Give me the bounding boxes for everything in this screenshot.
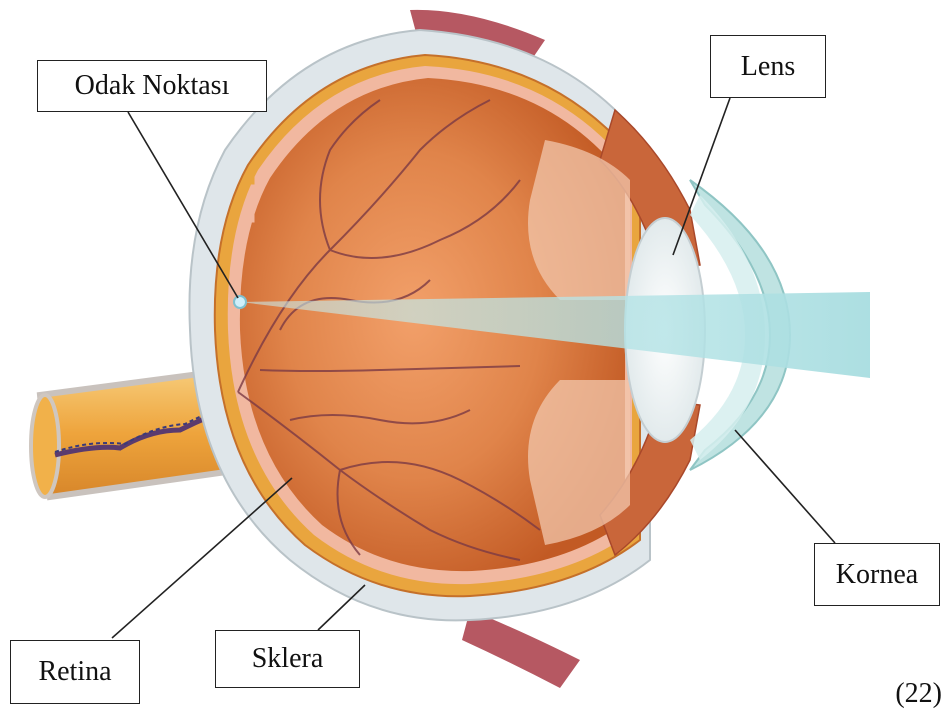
- label-retina-text: Retina: [38, 658, 111, 686]
- label-focal-point: Odak Noktası: [37, 60, 267, 112]
- label-focal-point-text: Odak Noktası: [75, 72, 230, 100]
- label-cornea-text: Kornea: [836, 561, 918, 589]
- focal-point-dot: [234, 296, 246, 308]
- figure-number: (22): [895, 678, 942, 710]
- bottom-muscle: [462, 610, 580, 688]
- label-lens: Lens: [710, 35, 826, 98]
- label-sclera-text: Sklera: [252, 645, 324, 673]
- label-retina: Retina: [10, 640, 140, 704]
- label-lens-text: Lens: [741, 53, 795, 81]
- label-cornea: Kornea: [814, 543, 940, 606]
- label-sclera: Sklera: [215, 630, 360, 688]
